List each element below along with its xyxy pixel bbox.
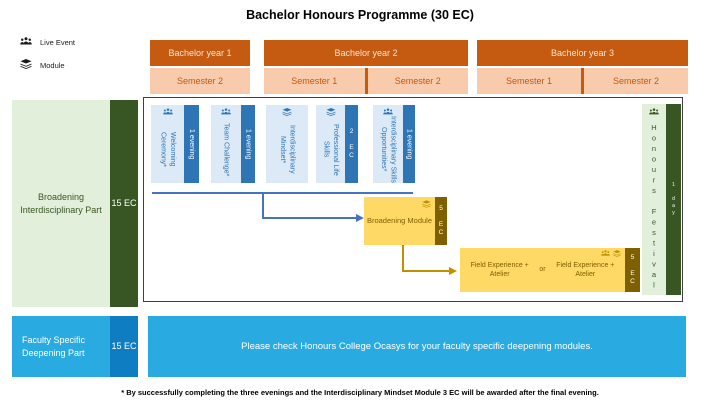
connector-blue-horizontal	[262, 217, 356, 219]
honours-festival-label: Honours Festival	[649, 122, 659, 291]
item-duration-badge: 1 evening	[188, 128, 195, 160]
item-label: Team Challenge*	[222, 122, 230, 177]
page-title: Bachelor Honours Programme (30 EC)	[246, 8, 474, 22]
live-event-icon	[162, 108, 173, 115]
year-group-2: Bachelor year 2 Semester 1 Semester 2	[264, 40, 468, 94]
item-label: Welcoming Ceremony*	[159, 131, 176, 167]
year-3-header: Bachelor year 3	[477, 40, 688, 66]
live-event-icon	[383, 108, 393, 115]
year-3-semester-2: Semester 2	[584, 68, 688, 94]
live-event-icon	[221, 108, 231, 115]
deepening-message-box: Please check Honours College Ocasys for …	[148, 316, 686, 377]
item-ec-badge: 2 EC	[348, 128, 355, 160]
footnote: * By successfully completing the three e…	[121, 388, 599, 397]
module-icon	[422, 200, 431, 208]
broadening-part-label: Broadening Interdisciplinary Part	[12, 100, 110, 307]
legend-live-event: Live Event	[20, 37, 75, 47]
legend-module-label: Module	[40, 60, 65, 70]
field-experience-ec-badge: 5 EC	[629, 254, 636, 286]
year-group-3: Bachelor year 3 Semester 1 Semester 2	[477, 40, 688, 94]
item-interdisciplinary-skills-opportunities: Interdisciplinary Skills Opportunities* …	[373, 105, 415, 183]
year-2-semester-1: Semester 1	[264, 68, 365, 94]
item-label: Interdisciplinary Skills Opportunities*	[380, 116, 397, 183]
item-welcoming-ceremony: Welcoming Ceremony* 1 evening	[151, 105, 199, 183]
field-experience-or: or	[539, 266, 546, 274]
deepening-part-box: Faculty Specific Deepening Part 15 EC	[12, 316, 138, 377]
year-1-header: Bachelor year 1	[150, 40, 250, 66]
year-1-semester-2: Semester 2	[150, 68, 250, 94]
item-label: Interdisciplinary Mindset*	[279, 125, 296, 174]
live-event-icon	[601, 250, 610, 257]
connector-gold-horizontal	[402, 270, 450, 272]
year-2-semester-2: Semester 2	[367, 68, 468, 94]
item-duration-badge: 1 evening	[244, 128, 252, 160]
field-experience-box: Field Experience + Atelier or Field Expe…	[460, 248, 640, 292]
deepening-part-ec-badge: 15 EC	[110, 316, 138, 377]
honours-festival-duration-badge: 1 day	[670, 182, 677, 217]
module-icon	[613, 250, 621, 257]
connector-items-underline	[152, 192, 413, 194]
deepening-part-label: Faculty Specific Deepening Part	[12, 316, 110, 377]
item-label: Professional Life Skills	[322, 123, 339, 176]
connector-blue-vertical	[262, 192, 264, 219]
module-icon	[282, 108, 292, 116]
item-duration-badge: 1 evening	[405, 128, 413, 160]
module-icon	[20, 59, 32, 71]
legend-module: Module	[20, 59, 65, 71]
legend-live-event-label: Live Event	[40, 37, 76, 47]
year-2-header: Bachelor year 2	[264, 40, 468, 66]
item-team-challenge: Team Challenge* 1 evening	[211, 105, 255, 183]
year-group-1: Bachelor year 1 Semester 2	[150, 40, 250, 94]
broadening-part-ec-badge: 15 EC	[110, 100, 138, 307]
field-experience-left-label: Field Experience + Atelier	[470, 261, 529, 278]
live-event-icon	[649, 108, 659, 115]
connector-gold-vertical	[402, 245, 404, 272]
connector-blue-arrowhead	[356, 214, 364, 222]
year-3-semester-1: Semester 1	[477, 68, 581, 94]
live-event-icon	[20, 37, 32, 47]
broadening-module-label: Broadening Module	[366, 216, 433, 226]
item-interdisciplinary-mindset: Interdisciplinary Mindset*	[266, 105, 308, 183]
broadening-module-box: Broadening Module 5 EC	[364, 197, 447, 245]
module-icon	[326, 108, 336, 116]
honours-festival-box: Honours Festival 1 day	[642, 104, 681, 295]
connector-gold-arrowhead	[449, 267, 457, 275]
broadening-module-ec-badge: 5 EC	[437, 205, 445, 237]
field-experience-right-label: Field Experience + Atelier	[556, 261, 615, 278]
item-professional-life-skills: Professional Life Skills 2 EC	[316, 105, 358, 183]
broadening-part-box: Broadening Interdisciplinary Part 15 EC	[12, 100, 138, 307]
